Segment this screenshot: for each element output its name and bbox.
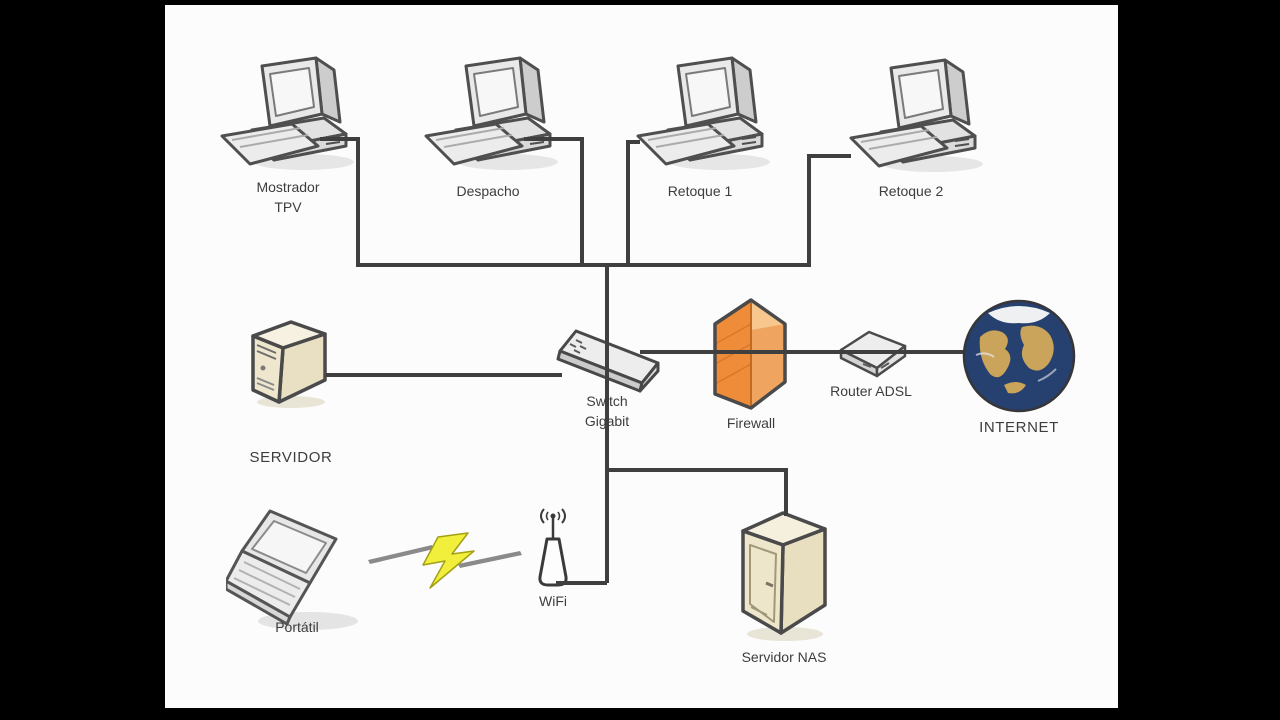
label-internet: INTERNET [979, 419, 1059, 436]
lightning-bolt-icon [368, 530, 524, 596]
desktop-pc-icon [420, 48, 570, 178]
server-icon [243, 312, 338, 410]
label-switch: Switch Gigabit [584, 393, 630, 429]
label-router: Router ADSL [830, 383, 912, 399]
router-icon [837, 326, 909, 380]
label-nas: Servidor NAS [741, 649, 827, 665]
label-mostrador: Mostrador TPV [256, 179, 320, 215]
desktop-pc-icon [632, 48, 782, 178]
nas-icon [733, 503, 835, 645]
label-retoque2: Retoque 2 [878, 183, 944, 199]
switch-icon [552, 323, 664, 395]
label-firewall: Firewall [726, 415, 776, 431]
desktop-pc-icon [845, 50, 995, 180]
firewall-icon [707, 296, 795, 418]
globe-icon [960, 297, 1078, 415]
laptop-icon [226, 505, 368, 637]
desktop-pc-icon [216, 48, 366, 178]
label-portatil: Portátil [275, 619, 319, 635]
label-wifi: WiFi [539, 593, 567, 609]
label-retoque1: Retoque 1 [667, 183, 733, 199]
label-despacho: Despacho [456, 183, 520, 199]
wifi-antenna-icon [523, 505, 583, 597]
label-servidor: SERVIDOR [249, 449, 333, 466]
